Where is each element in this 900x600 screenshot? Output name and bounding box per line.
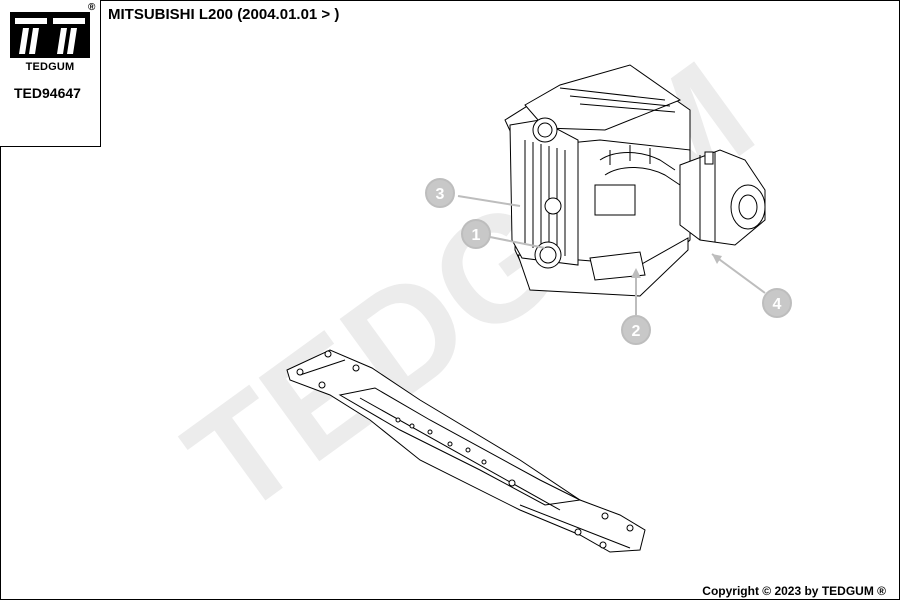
callout-1: 1 — [461, 219, 491, 249]
vehicle-title: MITSUBISHI L200 (2004.01.01 > ) — [108, 6, 340, 23]
callout-2: 2 — [621, 315, 651, 345]
callout-4-label: 4 — [773, 296, 782, 313]
callout-4: 4 — [762, 288, 792, 318]
callout-3-label: 3 — [436, 186, 445, 203]
callout-3: 3 — [425, 178, 455, 208]
callout-leaders — [457, 195, 766, 315]
registered-mark: ® — [88, 2, 96, 13]
callout-2-label: 2 — [632, 323, 641, 340]
engine-drawing — [504, 64, 766, 297]
copyright-notice: Copyright © 2023 by TEDGUM ® — [702, 584, 886, 598]
part-number: TED94647 — [14, 85, 81, 101]
callout-1-label: 1 — [472, 227, 481, 244]
logo-panel: ® TEDGUM TED94647 — [0, 0, 101, 147]
brand-name: TEDGUM — [25, 61, 75, 73]
tedgum-logo-icon — [10, 12, 90, 58]
crossmember-drawing — [286, 349, 646, 553]
